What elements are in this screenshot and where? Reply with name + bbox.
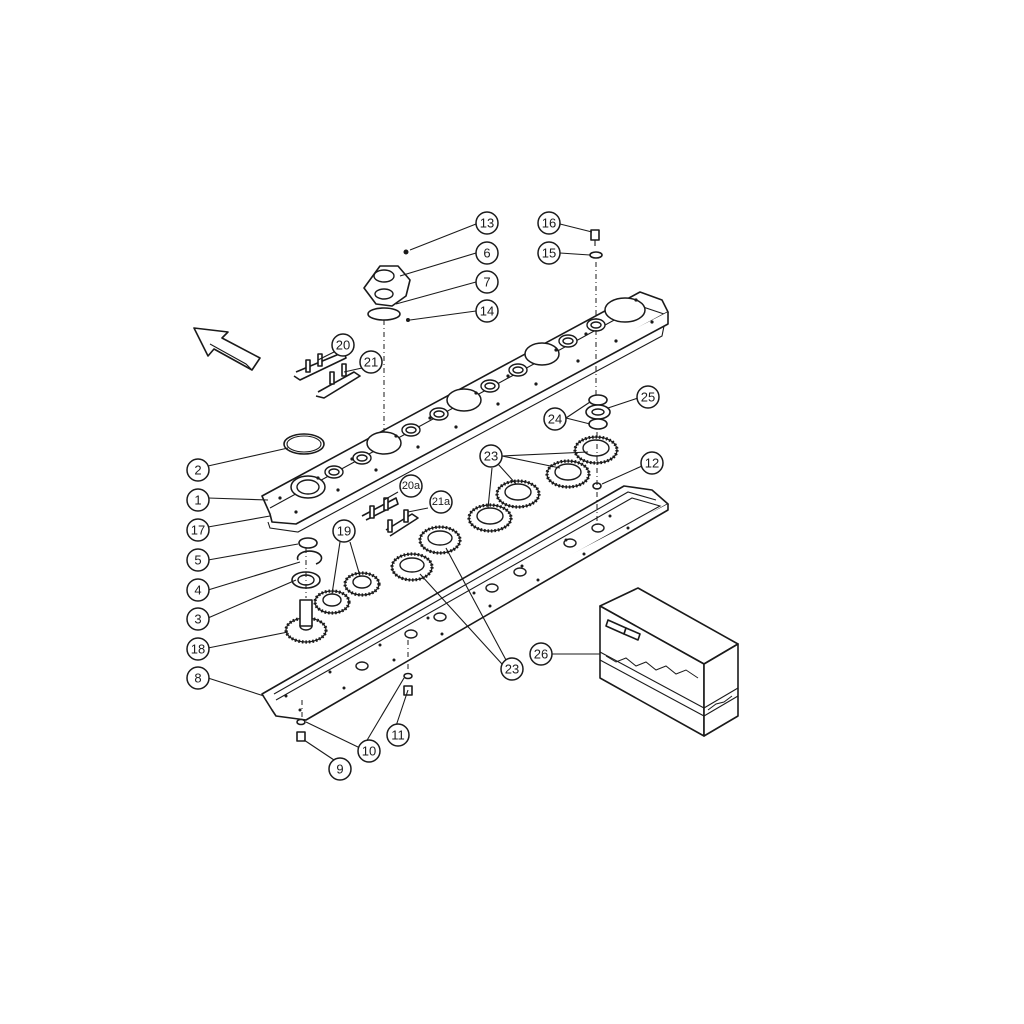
callout-24: 24 (543, 407, 567, 431)
callout-label: 25 (641, 390, 655, 405)
assembly-axes (301, 262, 598, 718)
callout-label: 4 (194, 583, 201, 598)
callout-label: 3 (194, 612, 201, 627)
pump-assembly (363, 249, 411, 322)
callout-23-upper: 23 (479, 444, 503, 468)
callout-8: 8 (186, 666, 210, 690)
callout-19: 19 (332, 519, 356, 543)
bearings-19 (313, 571, 381, 615)
callout-label: 15 (542, 246, 556, 261)
callout-20a: 20a (399, 474, 423, 498)
callout-label: 12 (645, 456, 659, 471)
callout-5: 5 (186, 548, 210, 572)
gears-23-lower (390, 525, 462, 582)
callout-18: 18 (186, 637, 210, 661)
callout-label: 6 (483, 246, 490, 261)
leader-lines (207, 223, 643, 761)
callout-23-lower: 23 (500, 657, 524, 681)
callout-21a: 21a (429, 490, 453, 514)
callout-label: 7 (483, 275, 490, 290)
cover-plate-holes (290, 297, 646, 499)
callout-14: 14 (475, 299, 499, 323)
callout-21: 21 (359, 350, 383, 374)
callout-15: 15 (537, 241, 561, 265)
callout-label: 13 (480, 216, 494, 231)
cover-bolt-holes (278, 298, 654, 514)
callout-label: 8 (194, 671, 201, 686)
callout-4: 4 (186, 578, 210, 602)
callout-7: 7 (475, 270, 499, 294)
callout-label: 2 (194, 463, 201, 478)
bearing-stack-24-25 (585, 394, 611, 430)
callout-label: 26 (534, 647, 548, 662)
callout-2: 2 (186, 458, 210, 482)
callout-9: 9 (328, 757, 352, 781)
direction-arrow-icon (193, 327, 261, 371)
callout-1: 1 (186, 488, 210, 512)
callout-25: 25 (636, 385, 660, 409)
callout-label: 19 (337, 524, 351, 539)
brackets-20a-21a (361, 497, 419, 537)
kit-box (599, 587, 739, 737)
callout-label: 9 (336, 762, 343, 777)
cover-gasket (267, 325, 665, 533)
callout-label: 16 (542, 216, 556, 231)
callout-label: 11 (391, 728, 405, 743)
callout-label: 24 (548, 412, 562, 427)
gear-18 (284, 599, 328, 644)
housing-bosses (355, 523, 605, 671)
callout-label: 20 (336, 338, 350, 353)
callout-label: 20a (402, 480, 421, 492)
callout-label: 23 (484, 449, 498, 464)
o-ring (283, 433, 325, 455)
brackets-20-21 (293, 351, 361, 399)
callout-20: 20 (331, 333, 355, 357)
callout-12: 12 (640, 451, 664, 475)
callout-label: 1 (194, 493, 201, 508)
callout-10: 10 (357, 739, 381, 763)
callout-label: 18 (191, 642, 205, 657)
callout-3: 3 (186, 607, 210, 631)
callout-17: 17 (186, 518, 210, 542)
callout-label: 14 (480, 304, 494, 319)
callout-label: 17 (191, 523, 205, 538)
callout-11: 11 (386, 723, 410, 747)
callout-label: 5 (194, 553, 201, 568)
gears-23-upper (467, 435, 619, 533)
callout-6: 6 (475, 241, 499, 265)
bolt-and-washer (589, 229, 603, 259)
callout-26: 26 (529, 642, 553, 666)
callout-label: 21 (364, 355, 378, 370)
callout-label: 10 (362, 744, 376, 759)
callout-label: 23 (505, 662, 519, 677)
callout-label: 21a (432, 496, 451, 508)
callout-13: 13 (475, 211, 499, 235)
housing-bolt-holes (284, 514, 630, 712)
callout-16: 16 (537, 211, 561, 235)
